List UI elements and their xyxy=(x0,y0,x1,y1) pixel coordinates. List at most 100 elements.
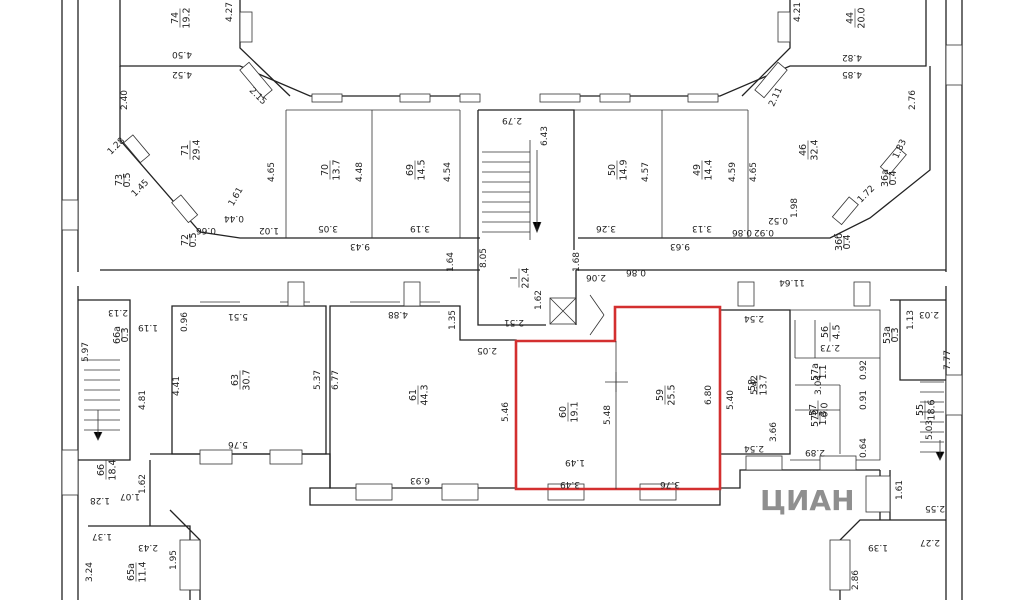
room-area: 14.9 xyxy=(619,159,630,180)
room-number: 57 xyxy=(808,404,819,416)
highlighted-rooms[interactable] xyxy=(514,305,722,491)
dimension-label: 7.77 xyxy=(943,350,953,370)
room-number: 66a xyxy=(112,326,123,344)
dimension-label: 6.80 xyxy=(704,385,714,405)
dimension-label: 3.66 xyxy=(769,422,779,442)
side-wings xyxy=(78,281,946,600)
dimension-label: 4.81 xyxy=(138,390,148,410)
room-72: 720.5 xyxy=(180,232,199,247)
room-area: 1.3 xyxy=(818,410,829,425)
room-number: 49 xyxy=(692,164,703,176)
dimension-label: 0.44 xyxy=(224,213,244,223)
room-area: 18.4 xyxy=(108,459,119,480)
dimension-label: 4.48 xyxy=(355,162,365,182)
dimension-label: 0.64 xyxy=(859,438,869,458)
dimension-label: 6.43 xyxy=(540,126,550,146)
dimension-label: 6.93 xyxy=(410,475,430,485)
door-mark xyxy=(605,372,628,392)
room-area: 32.4 xyxy=(810,139,821,160)
dimension-label: 3.05 xyxy=(318,223,338,233)
highlight-outline[interactable] xyxy=(514,305,722,491)
dimension-label: 0.92 xyxy=(754,227,774,237)
dimension-label: 2.55 xyxy=(925,503,945,513)
room-number: 69 xyxy=(405,164,416,176)
dimension-label: 1.39 xyxy=(868,542,888,552)
dimension-label: 3.76 xyxy=(660,479,680,489)
room-area: 4.5 xyxy=(832,324,843,339)
dimension-label: 5.42 xyxy=(750,375,760,395)
room-number: 61 xyxy=(408,389,419,401)
room-number: 65a xyxy=(126,563,137,581)
room-number: 71 xyxy=(180,144,191,156)
room-number: 36б xyxy=(834,233,845,251)
dimension-label: 2.03 xyxy=(919,309,939,319)
dimension-label: 1.49 xyxy=(565,457,585,467)
dimension-label: 4.65 xyxy=(749,162,759,182)
room-number: 58 xyxy=(747,379,758,391)
room-area: 13.7 xyxy=(759,374,770,395)
dimension-label: 1.83 xyxy=(891,138,909,160)
room-number: 59 xyxy=(655,389,666,401)
dimension-label: 2.79 xyxy=(502,115,522,125)
dimension-label: 4.50 xyxy=(172,49,192,59)
dimension-label: 0.86 xyxy=(732,227,752,237)
dimension-label: 5.97 xyxy=(81,342,91,362)
dimension-label: 4.21 xyxy=(793,2,803,22)
room-area: 19.2 xyxy=(182,7,193,28)
room-number: 56 xyxy=(820,326,831,338)
room-number: 63 xyxy=(230,374,241,386)
dimension-label: 9.43 xyxy=(350,241,370,251)
room-area: 6.0 xyxy=(820,402,831,417)
dimension-label: 5.76 xyxy=(228,439,248,449)
dimension-label: 4.65 xyxy=(267,162,277,182)
room-area: 0.5 xyxy=(122,172,133,187)
dimension-label: 1.98 xyxy=(790,198,800,218)
dimension-label: 1.95 xyxy=(169,550,179,570)
dimension-label: 2.13 xyxy=(108,307,128,317)
room-number: 74 xyxy=(170,12,181,24)
dimension-label: 1.62 xyxy=(534,290,544,310)
dimension-label: 0.86 xyxy=(626,267,646,277)
dimension-label: 3.26 xyxy=(596,223,616,233)
dimension-label: 1.64 xyxy=(446,252,456,272)
dimension-label: 5.46 xyxy=(501,402,511,422)
dimension-label: 9.63 xyxy=(670,241,690,251)
room-area: 0.4 xyxy=(888,170,899,185)
room-number: I xyxy=(509,277,520,280)
dimension-label: 0.66 xyxy=(196,225,216,235)
room-area: 19.1 xyxy=(570,401,581,422)
dimension-label: 3.19 xyxy=(410,223,430,233)
dimension-label: 3.24 xyxy=(85,562,95,582)
room-area: 14.5 xyxy=(417,159,428,180)
room-area: 18.6 xyxy=(927,399,938,420)
dimension-label: 1.13 xyxy=(906,310,916,330)
room-area: 1.1 xyxy=(818,364,829,379)
room-number: 57б xyxy=(810,409,821,427)
dimension-label: 1.37 xyxy=(92,531,112,541)
dimension-label: 3.04 xyxy=(814,375,824,395)
dimension-label: 4.41 xyxy=(172,376,182,396)
room-number: 44 xyxy=(845,12,856,24)
dimension-label: 1.28 xyxy=(106,136,127,157)
room-area: 14.4 xyxy=(704,159,715,180)
central-stairwell xyxy=(477,109,605,336)
upper-wing xyxy=(100,0,946,271)
dimension-label: 2.43 xyxy=(138,542,158,552)
dimension-label: 5.48 xyxy=(603,405,613,425)
dimension-label: 3.49 xyxy=(560,479,580,489)
dimension-label: 0.92 xyxy=(859,360,869,380)
dimension-label: 4.88 xyxy=(388,309,408,319)
dimension-label: 1.35 xyxy=(448,310,458,330)
room-number: 36a xyxy=(880,169,891,187)
room-number: 66 xyxy=(96,464,107,476)
dimension-label: 1.68 xyxy=(572,252,582,272)
